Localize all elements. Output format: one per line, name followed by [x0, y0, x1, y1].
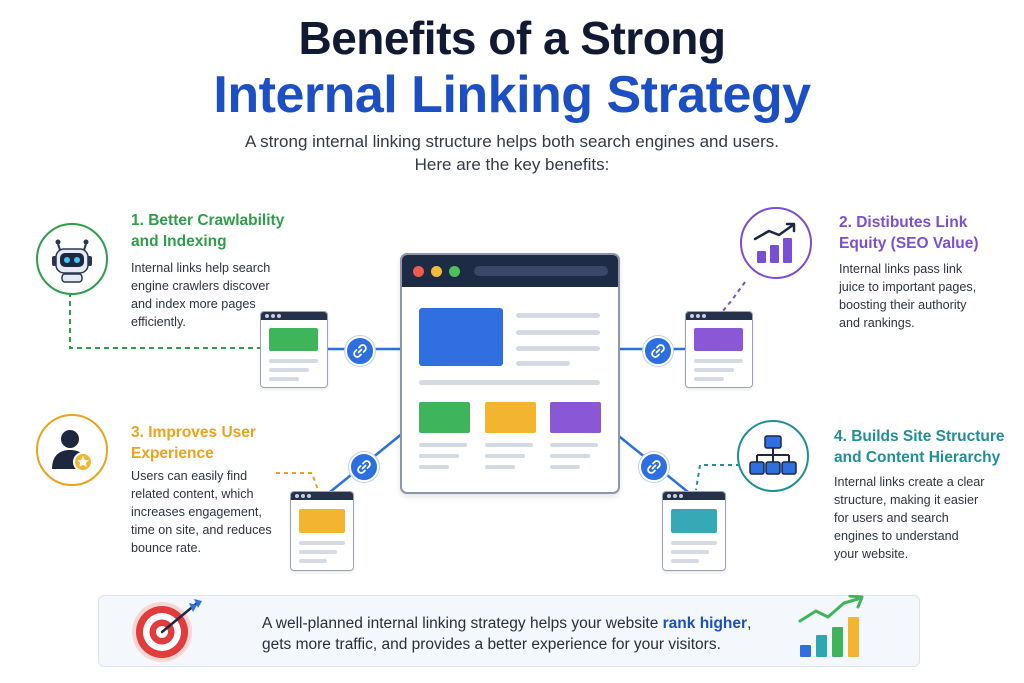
target-icon	[132, 599, 202, 662]
benefit-3-desc-line: related content, which	[131, 487, 254, 501]
page-title-line2: Internal Linking Strategy	[213, 66, 811, 124]
benefit-3-title-line1: 3. Improves User	[131, 424, 256, 441]
benefit-1-icon-ring	[36, 223, 108, 295]
text-line	[419, 380, 600, 385]
benefit-4-desc-line: Internal links create a clear	[834, 475, 985, 489]
page-title-line1: Benefits of a Strong	[298, 12, 726, 64]
dashed-connector-2	[721, 281, 746, 313]
footer-text-line1: A well-planned internal linking strategy…	[262, 613, 751, 634]
link-badge-4	[639, 452, 669, 482]
benefit-4-desc-line: your website.	[834, 547, 909, 561]
text-line	[550, 454, 590, 458]
dashed-connector-4	[695, 464, 740, 491]
benefit-1-desc-line: Internal links help search	[131, 261, 271, 275]
benefit-3-desc-line: Users can easily find	[131, 469, 248, 483]
benefit-3-description: Users can easily find related content, w…	[131, 467, 272, 557]
page-window-green	[260, 311, 328, 388]
benefit-2-desc-line: juice to important pages,	[839, 280, 977, 294]
text-line	[485, 443, 533, 447]
benefit-4-title: 4. Builds Site Structure and Content Hie…	[834, 426, 1005, 468]
benefit-4-desc-line: for users and search	[834, 511, 949, 525]
subtitle-line1: A strong internal linking structure help…	[245, 132, 779, 151]
chain-link-icon	[357, 460, 371, 474]
benefit-2-title-line2: Equity (SEO Value)	[839, 235, 979, 252]
window-maximize-dot	[449, 266, 460, 277]
hierarchy-icon	[749, 435, 797, 475]
text-line	[485, 465, 515, 469]
text-line	[516, 313, 600, 318]
benefit-4-title-line2: and Content Hierarchy	[834, 449, 1001, 466]
page-window-yellow	[290, 491, 354, 571]
benefit-3-title-line2: Experience	[131, 445, 214, 462]
hero-block	[419, 308, 503, 366]
chain-link-icon	[647, 460, 661, 474]
benefit-1-desc-line: efficiently.	[131, 315, 186, 329]
green-card-block	[419, 402, 470, 433]
benefit-3-icon-ring	[36, 414, 108, 486]
benefit-1-description: Internal links help search engine crawle…	[131, 259, 270, 331]
main-browser-window	[400, 253, 620, 494]
benefit-3-desc-line: bounce rate.	[131, 541, 202, 555]
growth-chart-icon	[753, 222, 796, 263]
text-line	[516, 330, 600, 335]
benefit-4-description: Internal links create a clear structure,…	[834, 473, 985, 563]
benefit-4-desc-line: engines to understand	[834, 529, 959, 543]
yellow-card-block	[485, 402, 536, 433]
chain-link-icon	[353, 344, 367, 358]
text-line	[485, 454, 525, 458]
text-line	[419, 465, 449, 469]
window-close-dot	[413, 266, 424, 277]
benefit-2-icon-ring	[740, 207, 812, 279]
benefit-1-title-line2: and Indexing	[131, 233, 227, 250]
benefit-2-title-line1: 2. Distibutes Link	[839, 214, 968, 231]
dashed-connector-3	[276, 472, 319, 491]
benefit-4-title-line1: 4. Builds Site Structure	[834, 428, 1005, 445]
footer-text-punct: ,	[747, 615, 752, 632]
chain-link-icon	[651, 344, 665, 358]
text-line	[550, 465, 580, 469]
footer-highlight: rank higher	[662, 615, 748, 632]
benefit-1-desc-line: and index more pages	[131, 297, 256, 311]
benefit-3-desc-line: time on site, and reduces	[131, 523, 272, 537]
benefit-3-title: 3. Improves User Experience	[131, 422, 256, 464]
benefit-2-desc-line: and rankings.	[839, 316, 915, 330]
benefit-4-desc-line: structure, making it easier	[834, 493, 979, 507]
benefit-4-icon-ring	[737, 420, 809, 492]
link-badge-2	[643, 336, 673, 366]
benefit-3-desc-line: increases engagement,	[131, 505, 262, 519]
benefit-2-description: Internal links pass link juice to import…	[839, 260, 976, 332]
address-bar	[474, 266, 608, 276]
text-line	[419, 443, 467, 447]
benefit-1-desc-line: engine crawlers discover	[131, 279, 270, 293]
text-line	[516, 346, 600, 351]
robot-icon	[52, 239, 92, 283]
benefit-1-title: 1. Better Crawlability and Indexing	[131, 210, 284, 252]
text-line	[516, 361, 570, 366]
footer-text-plain: A well-planned internal linking strategy…	[262, 615, 663, 632]
bar-chart-growth-icon	[798, 595, 864, 657]
subtitle-line2: Here are the key benefits:	[414, 155, 610, 174]
dashed-connector-1	[69, 292, 262, 349]
benefit-2-desc-line: Internal links pass link	[839, 262, 963, 276]
text-line	[550, 443, 598, 447]
benefit-2-desc-line: boosting their authority	[839, 298, 967, 312]
link-badge-3	[349, 452, 379, 482]
page-window-teal	[662, 491, 726, 571]
benefit-1-title-line1: 1. Better Crawlability	[131, 212, 285, 229]
text-line	[419, 454, 459, 458]
user-star-icon	[52, 430, 93, 472]
footer-text-line2: gets more traffic, and provides a better…	[262, 636, 721, 653]
footer-banner	[98, 595, 920, 667]
main-window-titlebar	[402, 255, 618, 287]
benefit-2-title: 2. Distibutes Link Equity (SEO Value)	[839, 212, 979, 254]
purple-card-block	[550, 402, 601, 433]
page-window-purple	[685, 311, 753, 388]
window-minimize-dot	[431, 266, 442, 277]
link-badge-1	[345, 336, 375, 366]
